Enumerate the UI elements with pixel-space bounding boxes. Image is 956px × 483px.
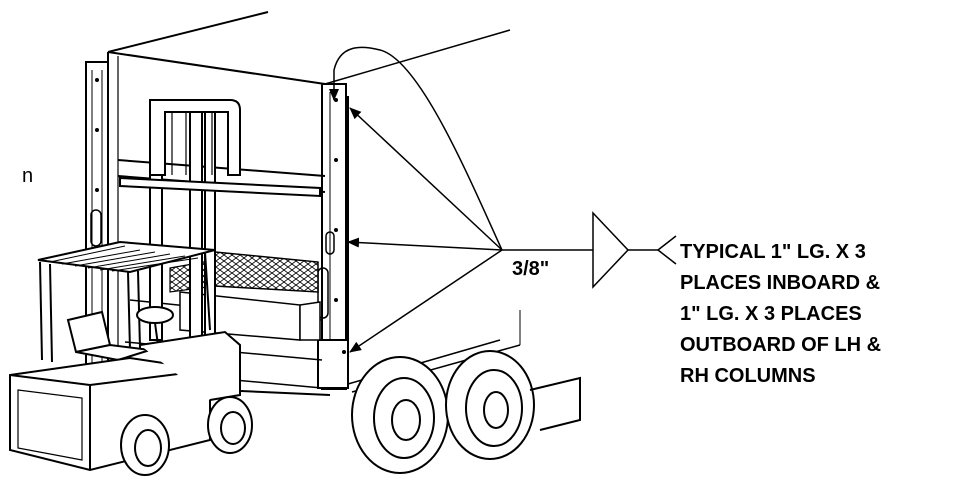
weld-note: TYPICAL 1" LG. X 3 PLACES INBOARD & 1" L…	[680, 241, 881, 387]
diamond-plate	[169, 251, 319, 293]
margin-fragment: n	[22, 165, 33, 187]
forklift-wheels	[120, 396, 253, 476]
weld-note-line: TYPICAL 1" LG. X 3	[680, 241, 866, 263]
column-slots	[90, 209, 335, 319]
leader-bottom-arrow	[349, 249, 503, 353]
leader-top-arrow	[349, 107, 503, 251]
weld-note-line: RH COLUMNS	[680, 365, 816, 387]
weld-symbol-tail	[657, 235, 677, 265]
weld-note-line: 1" LG. X 3 PLACES	[680, 303, 862, 325]
weld-note-line: OUTBOARD OF LH &	[680, 334, 881, 356]
leader-middle-arrow	[347, 237, 503, 251]
leader-top-curve	[329, 46, 503, 251]
trailer-wheels	[350, 350, 581, 474]
weld-size-label: 3/8"	[512, 258, 549, 280]
fillet-weld-symbol	[592, 211, 630, 289]
forklift-mast	[119, 99, 321, 341]
weld-note-line: PLACES INBOARD &	[680, 272, 880, 294]
leader-lines	[329, 46, 658, 353]
